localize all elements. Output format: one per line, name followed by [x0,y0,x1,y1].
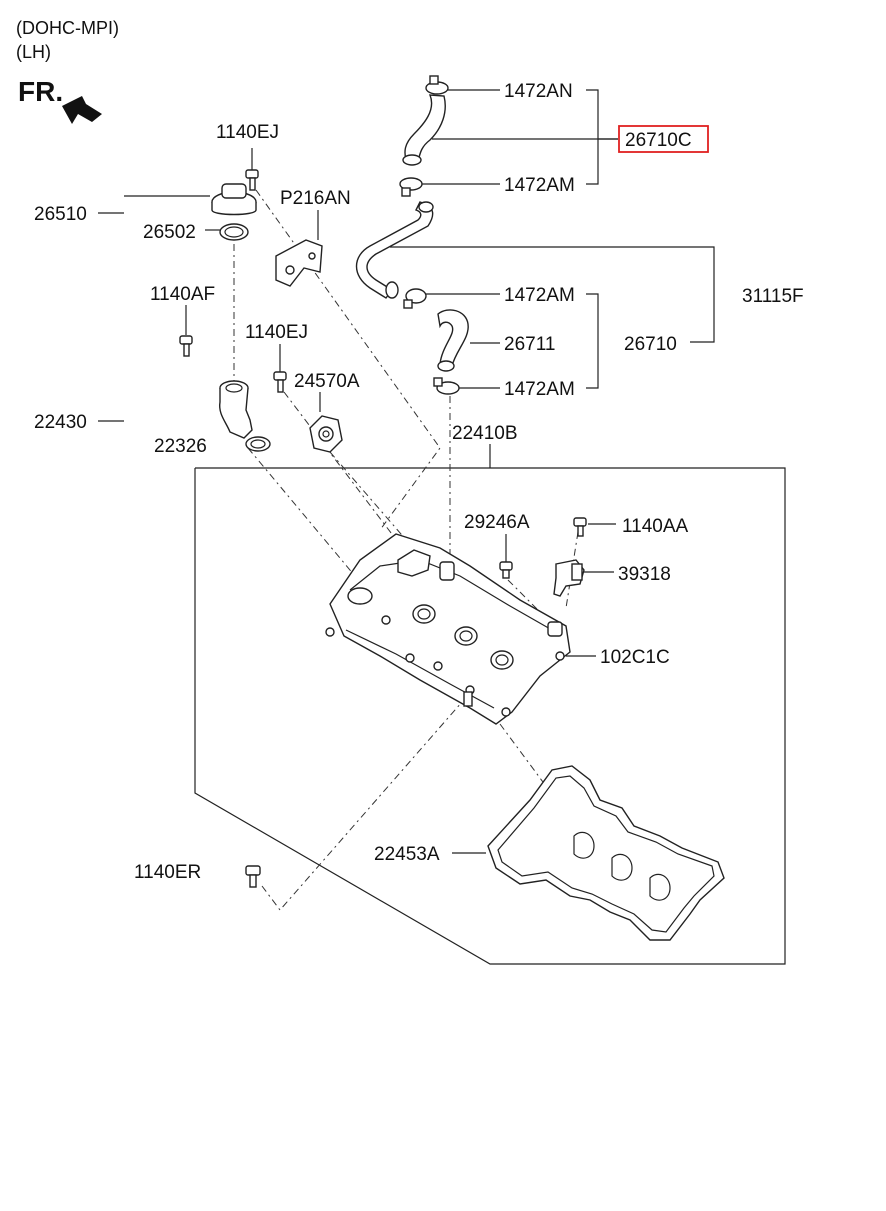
bolt-1140EJ-2-icon [273,371,287,393]
engine-label: (DOHC-MPI) [16,18,119,38]
part-label-P216AN[interactable]: P216AN [280,188,351,209]
oil-filler-cap-icon [211,183,257,216]
cap-gasket-26502-icon [219,223,249,241]
part-label-1472AM-2[interactable]: 1472AM [504,285,575,306]
part-label-1140ER[interactable]: 1140ER [134,862,201,883]
part-label-29246A[interactable]: 29246A [464,512,530,533]
clamp-1472AM-1-icon [399,177,423,197]
side-label: (LH) [16,42,51,62]
part-label-26710[interactable]: 26710 [624,334,677,355]
assembly-box [194,467,786,965]
dash-gasket [499,723,581,833]
part-label-1140EJ-2[interactable]: 1140EJ [245,322,308,343]
oring-22326-icon [245,436,271,452]
highlight-26710C [618,125,709,153]
rocker-cover-22410B-icon [325,533,571,725]
bracket-31115F [390,246,715,343]
filler-neck-22430-icon [218,380,253,439]
sensor-39318-icon [553,559,585,597]
part-label-26711[interactable]: 26711 [504,334,555,355]
part-label-1472AM-1[interactable]: 1472AM [504,175,575,196]
part-label-39318[interactable]: 39318 [618,564,671,585]
bolt-1140EJ-1-icon [245,169,259,191]
bracket-P216AN-icon [275,239,323,287]
part-label-31115F[interactable]: 31115F [742,286,804,307]
part-label-22453A[interactable]: 22453A [374,844,440,865]
bracket-mid-group [586,293,599,389]
part-label-102C1C[interactable]: 102C1C [600,647,670,668]
bracket-top-group [586,89,599,185]
part-label-22326[interactable]: 22326 [154,436,207,457]
part-label-1472AM-3[interactable]: 1472AM [504,379,575,400]
clamp-1472AM-3-icon [433,377,460,395]
bolt-1140AA-icon [573,517,587,537]
bolt-1140ER-icon [245,865,261,888]
part-label-26710C[interactable]: 26710C [625,130,692,151]
plug-29246A-icon [499,561,513,579]
dash-1140ER [261,701,463,911]
dash-filler-neck [247,447,361,583]
bolt-1140AF-icon [179,335,193,357]
part-label-1140EJ-1[interactable]: 1140EJ [216,122,279,143]
part-label-1140AA[interactable]: 1140AA [622,516,689,537]
gasket-22453A-icon [487,765,725,941]
part-label-22410B[interactable]: 22410B [452,423,518,444]
part-label-22430[interactable]: 22430 [34,412,87,433]
clamp-1472AN-icon [425,75,449,95]
front-marker-label: FR. [18,76,63,107]
pipe-31115F [355,201,434,299]
part-label-24570A[interactable]: 24570A [294,371,360,392]
clamp-1472AM-2-icon [403,288,427,309]
hose-26711 [437,309,469,372]
pcv-valve-24570A-icon [309,415,343,453]
dash-1140EJ-cover [255,189,441,531]
part-label-26510[interactable]: 26510 [34,204,87,225]
hose-26710C [402,94,446,166]
part-label-26502[interactable]: 26502 [143,222,196,243]
front-arrow-icon [62,96,102,124]
dash-1140EJ-2 [283,391,405,551]
part-label-1140AF[interactable]: 1140AF [150,284,215,305]
part-label-1472AN[interactable]: 1472AN [504,81,573,102]
dash-29246A [507,579,541,613]
